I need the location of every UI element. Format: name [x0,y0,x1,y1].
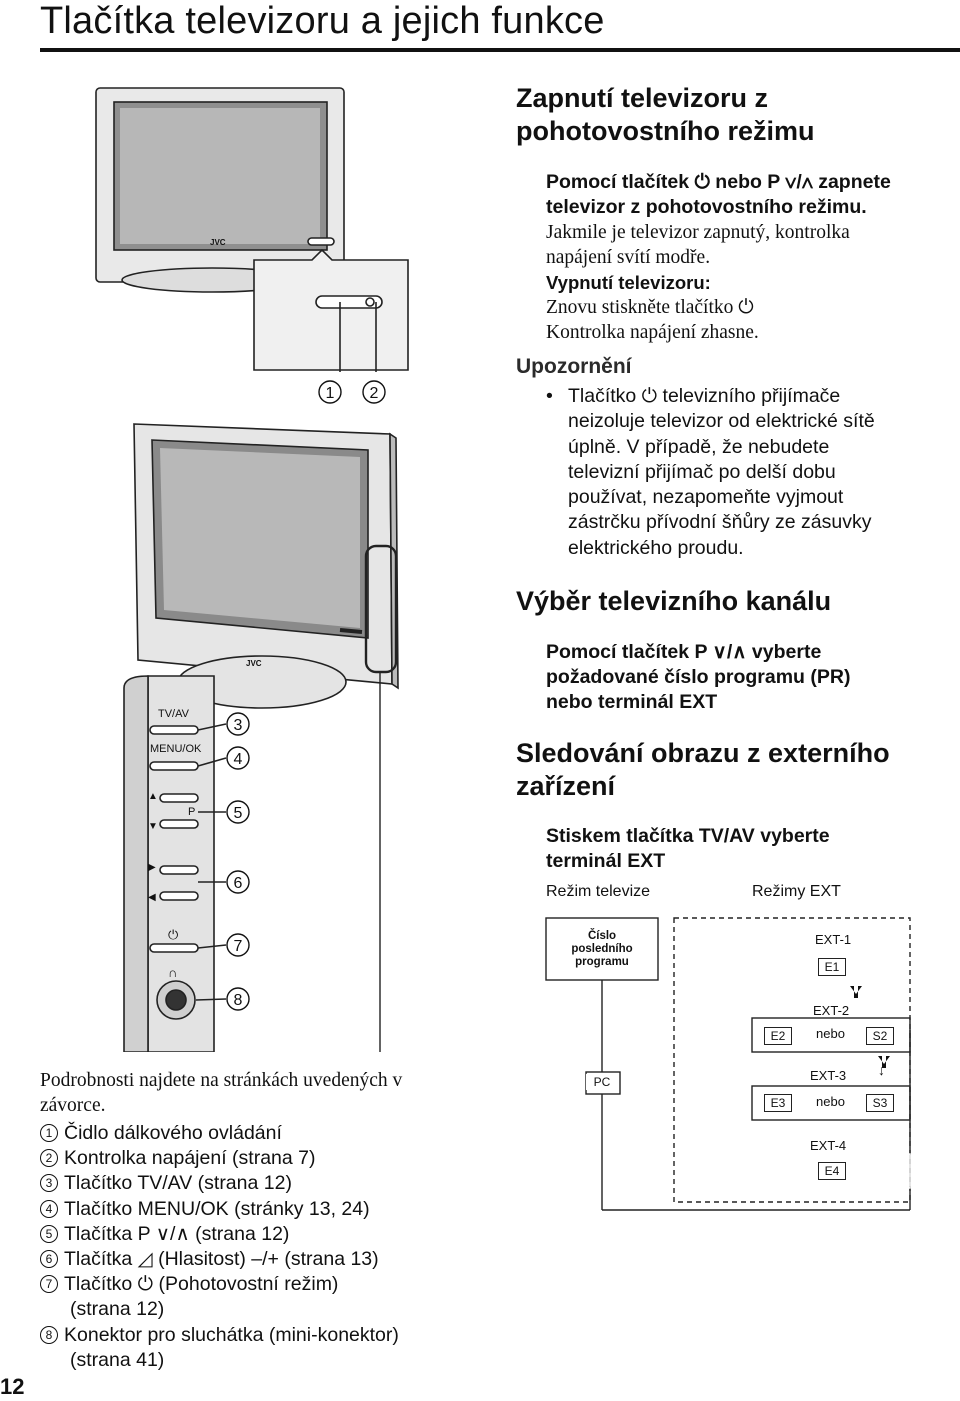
panel-label-p: P [188,806,195,818]
last-program-box: Číslo posledního programu [571,930,633,968]
external-heading: Sledování obrazu z externího zařízení [516,738,890,801]
svg-text:2: 2 [370,385,379,402]
arrow-down-icon: ↓ [878,1062,885,1078]
callout-2: 2 [362,380,386,404]
brand-label-top: JVC [210,238,226,247]
ext2-label: EXT-2 [813,1003,850,1018]
button-highlight [364,544,398,674]
svg-text:8: 8 [234,992,243,1009]
or-label-2: nebo [816,1026,845,1041]
tv-front-illustration [95,87,345,293]
svg-text:▶: ▶ [148,862,156,873]
ext1-label: EXT-1 [815,932,852,947]
svg-text:⏻: ⏻ [168,927,178,942]
e2-box: E2 [764,1027,792,1045]
tv-diagram: JVC JVC [95,87,409,1052]
e4-box: E4 [818,1162,846,1180]
title-rule [40,48,960,52]
ext-modes-label: Režimy EXT [752,883,841,900]
or-label-3: nebo [816,1094,845,1109]
warning-list: • Tlačítko ⏻ televizního přijímače neizo… [546,385,875,559]
tv-mode-label: Režim televize [546,883,651,900]
svg-text:◀: ◀ [148,892,156,903]
page-number: 12 [0,1374,25,1399]
svg-text:6: 6 [234,875,243,892]
callout-8: 8 [226,987,250,1011]
s3-box: S3 [866,1094,894,1112]
svg-text:5: 5 [234,805,243,822]
callout-6: 6 [226,870,250,894]
callout-4: 4 [226,746,250,770]
svg-text:3: 3 [234,717,243,734]
panel-label-menuok: MENU/OK [150,743,202,755]
pc-label: PC [586,1074,618,1090]
zoom-inset [253,248,409,372]
svg-text:7: 7 [234,938,243,955]
brand-label-bottom: JVC [246,659,262,668]
legend-item: (strana 41) [70,1348,165,1371]
external-body: Stiskem tlačítka TV/AV vyberte terminál … [546,825,830,872]
callout-7: 7 [226,933,250,957]
svg-text:∩: ∩ [168,965,177,980]
callout-3: 3 [226,712,250,736]
svg-text:4: 4 [234,751,243,768]
e1-box: E1 [818,958,846,976]
bullet: • [546,385,553,407]
tv-side-illustration [133,423,399,709]
standby-heading: Zapnutí televizoru z pohotovostního reži… [516,83,815,146]
svg-text:▲: ▲ [148,791,158,802]
legend-intro: Podrobnosti najdete na stránkách uvedený… [40,1070,403,1116]
page-title: Tlačítka televizoru a jejich funkce [40,0,605,42]
s2-box: S2 [866,1027,894,1045]
channel-heading: Výběr televizního kanálu [516,586,832,616]
ext-flow-diagram [545,917,911,1211]
ext3-label: EXT-3 [810,1068,847,1083]
e3-box: E3 [764,1094,792,1112]
callout-1: 1 [318,380,342,404]
svg-text:▼: ▼ [148,821,158,832]
side-panel [123,675,215,1052]
channel-body: Pomocí tlačítek P ∨/∧ vyberte požadované… [546,641,851,713]
panel-label-tvav: TV/AV [158,708,190,720]
callout-5: 5 [226,800,250,824]
legend-item: (strana 12) [70,1298,165,1321]
ext4-label: EXT-4 [810,1138,847,1153]
warning-heading: Upozornění [516,355,632,378]
standby-body: Pomocí tlačítek ⏻ nebo P ∨/∧ zapnete tel… [546,171,891,343]
svg-text:1: 1 [326,385,335,402]
